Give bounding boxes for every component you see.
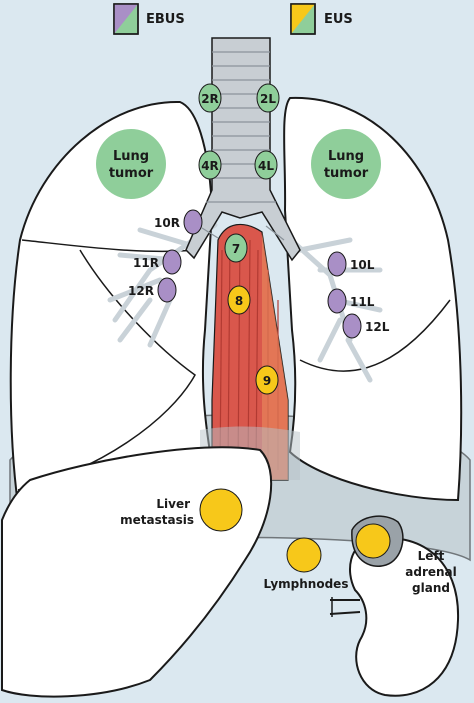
svg-text:9: 9 (263, 374, 271, 388)
node-7: 7 (224, 233, 248, 263)
svg-text:Lymphnodes: Lymphnodes (264, 577, 349, 591)
adrenal-label-line2: adrenal (405, 565, 457, 579)
legend: EBUS EUS (113, 3, 353, 35)
node-4L: 4L (254, 150, 278, 180)
liver (1, 446, 273, 698)
node-2R: 2R (198, 83, 222, 113)
svg-text:12L: 12L (365, 320, 390, 334)
svg-text:7: 7 (232, 242, 240, 256)
ebus-legend-swatch (113, 3, 139, 35)
lung-tumor-left-label-line1: Lung (328, 149, 364, 164)
node-10L: 10L (327, 251, 375, 277)
node-12L: 12L (342, 313, 390, 339)
lung-tumor-right-label-line2: tumor (109, 166, 154, 181)
svg-text:2L: 2L (260, 92, 276, 106)
svg-text:4L: 4L (258, 159, 274, 173)
lung-tumor-left: Lung tumor (311, 129, 381, 199)
abdominal-lymphnodes: Lymphnodes (264, 537, 349, 591)
node-11R: 11R (133, 249, 182, 275)
lung-tumor-right: Lung tumor (96, 129, 166, 199)
node-2L: 2L (256, 83, 280, 113)
adrenal-label-line3: gland (412, 581, 450, 595)
node-10R: 10R (154, 209, 203, 235)
node-12R: 12R (128, 277, 177, 303)
svg-text:11L: 11L (350, 295, 375, 309)
liver-metastasis: Liver metastasis (120, 488, 243, 532)
left-adrenal-gland-label: Left adrenal gland (405, 549, 457, 595)
ebus-legend-label: EBUS (146, 12, 185, 27)
eus-legend-swatch (290, 3, 316, 35)
lung-tumor-left-label-line2: tumor (324, 166, 369, 181)
liver-metastasis-label-line2: metastasis (120, 513, 194, 527)
svg-text:12R: 12R (128, 284, 154, 298)
adrenal-node (355, 523, 391, 559)
esophagus (211, 223, 289, 481)
lung-tumor-right-label-line1: Lung (113, 149, 149, 164)
left-lung-fissure (299, 299, 451, 372)
left-kidney (329, 537, 460, 697)
liver-metastasis-label-line1: Liver (156, 497, 190, 511)
node-8: 8 (227, 285, 251, 315)
eus-legend-label: EUS (324, 12, 353, 27)
adrenal-label-line1: Left (418, 549, 445, 563)
node-4R: 4R (198, 150, 222, 180)
svg-text:2R: 2R (201, 92, 219, 106)
left-lung (283, 96, 463, 502)
svg-text:10L: 10L (350, 258, 375, 272)
node-11L: 11L (327, 288, 375, 314)
svg-text:8: 8 (235, 294, 243, 308)
node-9: 9 (255, 365, 279, 395)
svg-text:11R: 11R (133, 256, 159, 270)
svg-text:10R: 10R (154, 216, 180, 230)
svg-text:4R: 4R (201, 159, 219, 173)
